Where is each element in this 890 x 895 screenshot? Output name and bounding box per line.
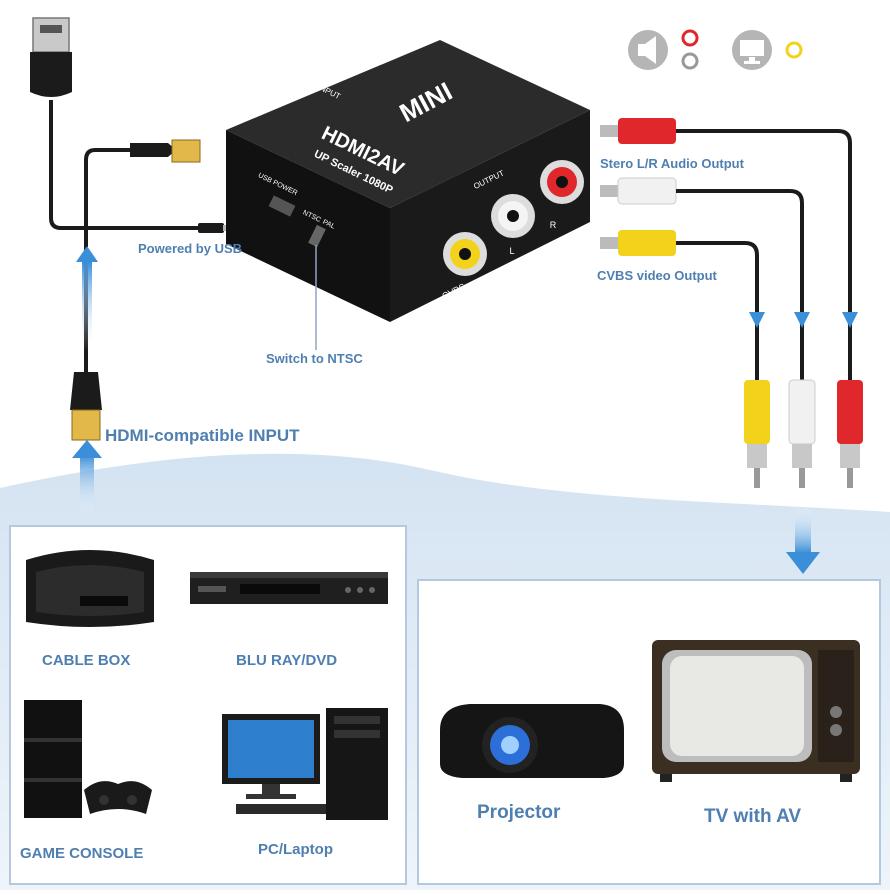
rca-cable-red [600, 118, 852, 380]
hdmi-cable [84, 148, 132, 380]
projector-icon [440, 704, 624, 778]
hdmi-input-label: HDMI-compatible INPUT [105, 426, 300, 445]
hdmi-flow-arrow [72, 440, 102, 515]
converter-box [226, 40, 590, 322]
jack-r-label: R [550, 220, 557, 230]
usb-flow-arrow [76, 246, 98, 352]
switch-to-ntsc-label: Switch to NTSC [266, 351, 363, 366]
monitor-icon [732, 30, 772, 70]
stereo-output-label: Stero L/R Audio Output [600, 156, 744, 171]
jack-l-label: L [509, 246, 514, 256]
rca-plug-red [837, 380, 863, 488]
video-jack-icon [785, 41, 803, 59]
source-label-cable-box: CABLE BOX [42, 652, 131, 669]
hdmi-plug-icon [70, 372, 102, 441]
game-console-icon [24, 700, 152, 818]
usb-plug-icon [30, 17, 72, 97]
rca-cable-white [600, 177, 804, 380]
output-label-tv: TV with AV [704, 806, 802, 827]
rca-plug-white [788, 379, 816, 488]
source-label-game-console: GAME CONSOLE [20, 845, 144, 862]
cable-box-icon [26, 550, 154, 627]
rca-flow-arrows [749, 312, 858, 328]
bluray-player-icon [190, 572, 388, 604]
rca-plug-yellow [744, 380, 770, 488]
output-flow-arrow [786, 505, 820, 574]
hdmi-plug-icon [130, 139, 201, 163]
source-label-bluray: BLU RAY/DVD [236, 652, 338, 669]
rca-cable-yellow [600, 230, 759, 380]
usb-cable [49, 100, 200, 230]
pc-icon [222, 708, 388, 820]
source-label-pc: PC/Laptop [258, 841, 333, 858]
speaker-icon [628, 30, 668, 70]
audio-jack-icon [681, 29, 699, 70]
cvbs-output-label: CVBS video Output [597, 268, 717, 283]
switch-pal-label: PAL [321, 219, 336, 231]
crt-tv-icon [652, 640, 860, 782]
micro-usb-plug [198, 223, 224, 233]
output-label-projector: Projector [477, 802, 561, 823]
powered-by-usb-label: Powered by USB [138, 241, 243, 256]
